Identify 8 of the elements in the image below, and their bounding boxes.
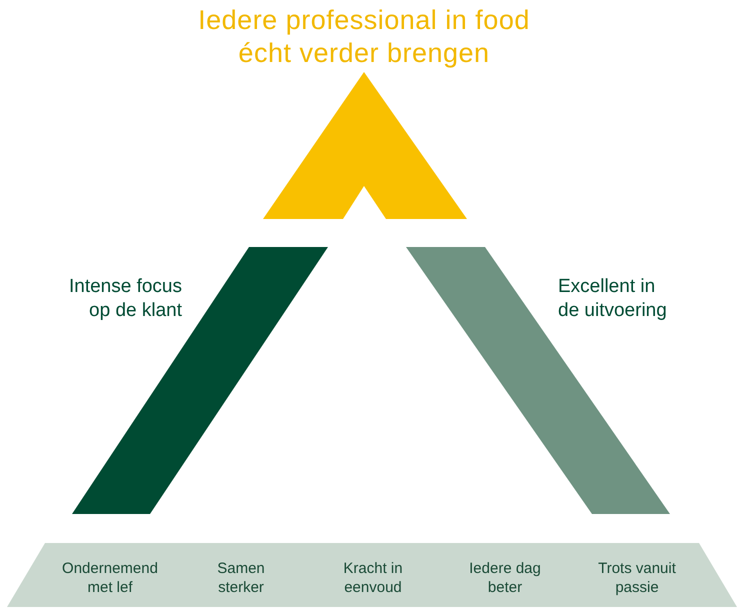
value-label: Kracht in eenvoud xyxy=(342,559,404,597)
value-label: Ondernemend met lef xyxy=(61,559,159,597)
value-label: Samen sterker xyxy=(216,559,266,597)
pillar-label: Excellent in de uitvoering xyxy=(558,275,668,323)
title: Iedere professional in food écht verder brengen xyxy=(197,4,531,70)
value-label: Trots vanuit passie xyxy=(597,559,677,597)
pillar-label: Intense focus op de klant xyxy=(68,275,182,323)
value-label: Iedere dag beter xyxy=(468,559,542,597)
